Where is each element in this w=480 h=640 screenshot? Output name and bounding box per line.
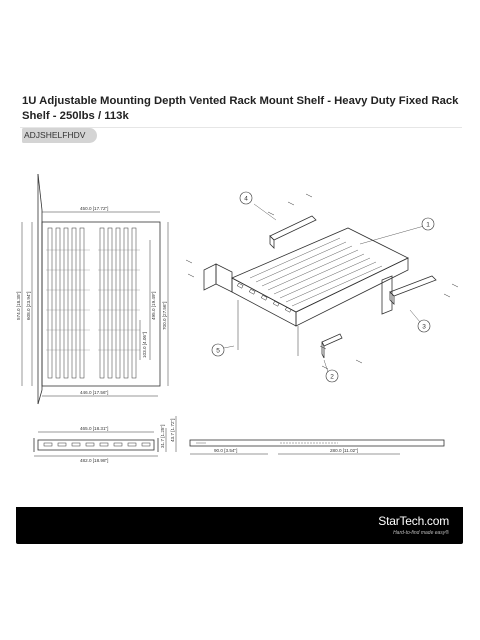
callout-1 [421,217,435,231]
dim-slot-gap: 103.0 [4.06"] [142,332,147,358]
dim-side-outer: 482.0 [18.98"] [80,458,108,463]
dim-inner-width: 700.0 [27.56"] [162,302,167,330]
dim-rail-left: 90.0 [3.54"] [214,448,237,453]
dim-inner-height: 608.0 [23.94"] [26,292,31,320]
dim-slot-height: 495.0 [19.49"] [151,292,156,320]
brand-footer: StarTech.com Hard-to-find made easy® [16,507,463,544]
callout-1-label: 1 [426,222,430,229]
rail-view [189,439,445,455]
callout-4-label: 4 [244,196,248,203]
callouts [211,191,435,383]
callout-3 [417,319,431,333]
product-title: 1U Adjustable Mounting Depth Vented Rack… [22,95,459,122]
dim-side-inner: 465.0 [18.31"] [80,426,108,431]
callout-2 [325,369,339,383]
callout-2-label: 2 [330,374,334,381]
brand-tagline: Hard-to-find made easy® [393,530,449,536]
dim-top-width: 450.0 [17.72"] [80,206,108,211]
isometric-view [185,193,459,373]
title-divider [20,127,462,128]
brand-suffix: com [426,514,449,528]
front-view-labels: 450.0 [17.72"] 446.0 [17.56"] 574.0 [18.… [16,206,167,395]
callout-5 [211,343,225,357]
sku-badge: ADJSHELFHDV [22,128,98,143]
vent-column-right [99,227,137,379]
dim-bottom-width: 446.0 [17.56"] [80,390,108,395]
dim-side-height: 31.7 [1.25"] [160,425,165,448]
front-view [21,173,169,405]
dim-outer-height: 574.0 [18.35"] [16,292,21,320]
dim-rail-height: 43.7 [1.72"] [170,419,175,442]
callout-4 [239,191,253,205]
startech-logo: StarTech.com [378,514,449,528]
vent-column-left [47,227,85,379]
technical-drawing: 450.0 [17.72"] 446.0 [17.56"] 574.0 [18.… [16,173,459,463]
callout-3-label: 3 [422,324,426,331]
callout-5-label: 5 [216,348,220,355]
brand-name: StarTech [378,514,425,528]
side-view [33,416,177,457]
dim-rail-right: 280.0 [11.02"] [330,448,358,453]
